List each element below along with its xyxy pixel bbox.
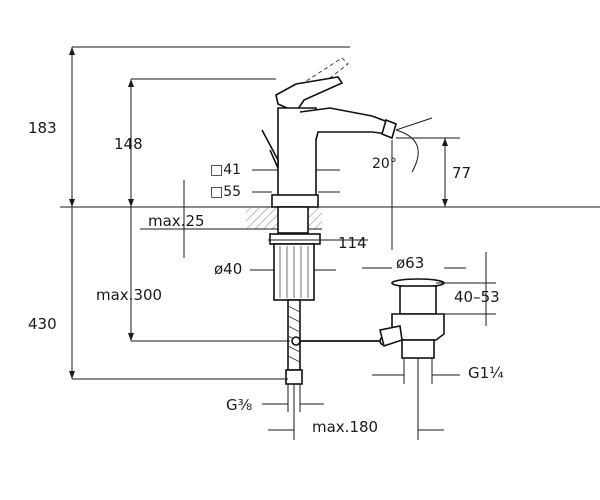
label-spout-height: 148 [114, 135, 143, 153]
lever-handle [275, 76, 344, 114]
label-flange-diameter: ø63 [396, 254, 424, 272]
label-max-deck: max.25 [148, 212, 205, 230]
hose-connector-nut [285, 369, 303, 385]
body-base [271, 194, 319, 208]
label-angle: 20° [372, 156, 397, 172]
waste-body [399, 285, 437, 315]
label-waste-thread: G1¼ [468, 364, 504, 382]
label-reach: 114 [338, 234, 367, 252]
waste-lever-housing [379, 325, 403, 348]
popup-rod-knob [261, 129, 279, 169]
flexible-hose [287, 299, 301, 371]
aerator-nozzle [381, 118, 397, 140]
waste-tail [401, 339, 435, 359]
dimension-lines [69, 46, 496, 440]
fixing-nut [269, 233, 321, 245]
shank [277, 206, 309, 234]
label-total-height: 183 [28, 119, 57, 137]
label-shank-diameter: ø40 [214, 260, 242, 278]
label-connection-thread: G⅜ [226, 396, 252, 414]
label-waste-range: 40–53 [454, 288, 500, 306]
label-base-width: □55 [210, 184, 241, 200]
label-below-deck: 430 [28, 315, 57, 333]
below-deck-assembly [269, 206, 389, 385]
countertop [60, 206, 600, 230]
lever-open-outline [282, 57, 349, 107]
mixer-body [261, 57, 397, 208]
label-hose-length: max.300 [96, 286, 162, 304]
label-body-width: □41 [210, 162, 241, 178]
popup-waste [379, 278, 445, 359]
dimension-labels: 183 148 □41 □55 max.25 114 20° 77 ø40 ø6… [28, 119, 504, 436]
label-outlet-height: 77 [452, 164, 471, 182]
label-rod-length: max.180 [312, 418, 378, 436]
